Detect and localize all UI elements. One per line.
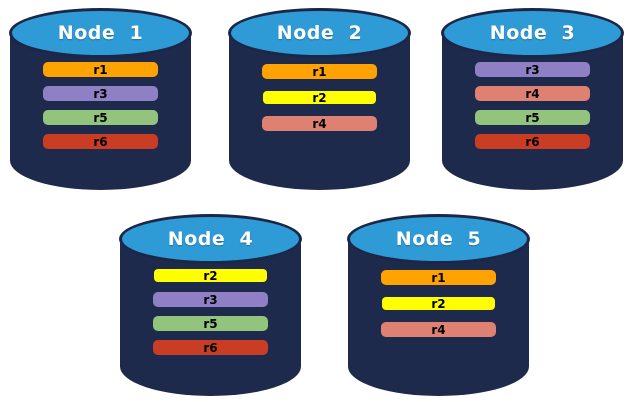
db-node-1: Node 1 r1 r3 r5 r6 <box>9 8 192 192</box>
replica-label: r4 <box>312 116 327 131</box>
db-node-2: Node 2 r1 r2 r4 <box>228 8 411 192</box>
replica-label: r2 <box>203 268 218 283</box>
replica-bar-r2: r2 <box>262 90 377 105</box>
db-node-5: Node 5 r1 r2 r4 <box>347 214 530 398</box>
replica-label: r4 <box>525 86 540 101</box>
replica-bar-r5: r5 <box>153 316 268 331</box>
replica-label: r2 <box>312 90 327 105</box>
replica-bar-r3: r3 <box>43 86 158 101</box>
replica-bar-r3: r3 <box>475 62 590 77</box>
replica-label: r5 <box>203 316 218 331</box>
cylinder-top-ellipse: Node 5 <box>347 214 530 264</box>
replica-bar-r2: r2 <box>381 296 496 311</box>
replica-label: r3 <box>203 292 218 307</box>
db-node-4: Node 4 r2 r3 r5 r6 <box>119 214 302 398</box>
replica-label: r3 <box>525 62 540 77</box>
replica-bar-r4: r4 <box>475 86 590 101</box>
replica-label: r5 <box>525 110 540 125</box>
cylinder-body <box>348 239 529 396</box>
replica-bar-r1: r1 <box>381 270 496 285</box>
replica-bar-r6: r6 <box>153 340 268 355</box>
replica-list: r1 r2 r4 <box>228 64 411 131</box>
replica-label: r6 <box>93 134 108 149</box>
replica-bar-r2: r2 <box>153 268 268 283</box>
cylinder-body <box>229 33 410 190</box>
replica-list: r1 r2 r4 <box>347 270 530 337</box>
replica-bar-r6: r6 <box>43 134 158 149</box>
replica-bar-r1: r1 <box>43 62 158 77</box>
replica-bar-r4: r4 <box>262 116 377 131</box>
replica-bar-r5: r5 <box>475 110 590 125</box>
node-title: Node 1 <box>57 22 144 44</box>
replica-bar-r1: r1 <box>262 64 377 79</box>
cylinder-top-ellipse: Node 4 <box>119 214 302 264</box>
replica-bar-r4: r4 <box>381 322 496 337</box>
replica-label: r6 <box>203 340 218 355</box>
node-title: Node 3 <box>489 22 576 44</box>
replica-label: r1 <box>312 64 327 79</box>
node-title: Node 2 <box>276 22 363 44</box>
cylinder-top-ellipse: Node 2 <box>228 8 411 58</box>
node-title: Node 4 <box>167 228 254 250</box>
replica-list: r2 r3 r5 r6 <box>119 268 302 355</box>
replica-label: r6 <box>525 134 540 149</box>
db-node-3: Node 3 r3 r4 r5 r6 <box>441 8 624 192</box>
node-title: Node 5 <box>395 228 482 250</box>
replica-list: r1 r3 r5 r6 <box>9 62 192 149</box>
replica-bar-r5: r5 <box>43 110 158 125</box>
replica-label: r1 <box>431 270 446 285</box>
replica-list: r3 r4 r5 r6 <box>441 62 624 149</box>
replica-label: r2 <box>431 296 446 311</box>
replica-bar-r3: r3 <box>153 292 268 307</box>
cylinder-top-ellipse: Node 3 <box>441 8 624 58</box>
replica-label: r5 <box>93 110 108 125</box>
cylinder-top-ellipse: Node 1 <box>9 8 192 58</box>
replica-label: r1 <box>93 62 108 77</box>
replica-label: r3 <box>93 86 108 101</box>
replica-label: r4 <box>431 322 446 337</box>
replica-bar-r6: r6 <box>475 134 590 149</box>
